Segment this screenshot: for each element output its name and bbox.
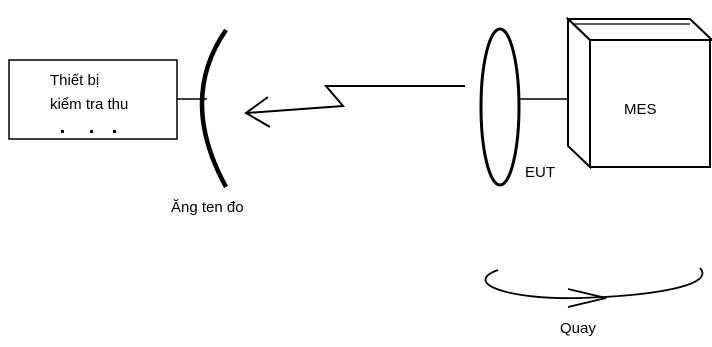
mes-cube: MES (565, 16, 712, 170)
rotation-indicator: Quay (484, 267, 704, 337)
receiver-box-frame (8, 59, 178, 140)
rotation-label: Quay (560, 320, 596, 337)
antenna-label: Ăng ten đo (171, 199, 244, 216)
signal-arrow-head (244, 96, 271, 128)
signal-path (246, 85, 465, 114)
mes-cube-top (565, 18, 712, 41)
receiver-label-line2: kiểm tra thu (50, 96, 128, 113)
mes-cube-side (567, 16, 591, 170)
rotation-arc (484, 267, 704, 300)
receiver-box: Thiết bị kiểm tra thu (8, 59, 178, 140)
mes-cube-front (589, 39, 711, 168)
mes-label: MES (624, 101, 657, 118)
measuring-antenna (199, 28, 228, 189)
eut-label: EUT (525, 164, 555, 181)
eut-ellipse (479, 27, 521, 187)
receiver-label-line1: Thiết bị (50, 72, 99, 89)
rotation-arrow-head (567, 288, 607, 308)
receiver-label-line3-cutoff (61, 130, 116, 133)
